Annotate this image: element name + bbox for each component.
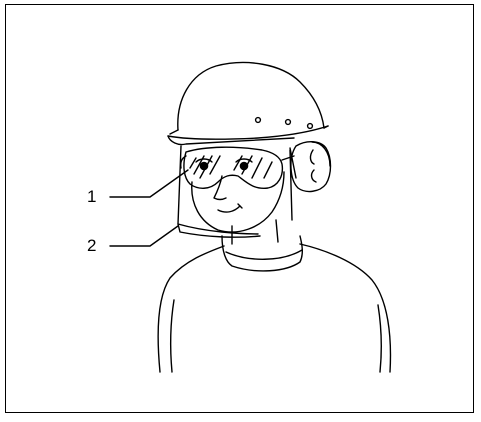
callout-number-goggles: 1: [87, 188, 96, 205]
face: [192, 172, 284, 232]
callout-leader-2: [110, 226, 178, 246]
helmet: [168, 63, 328, 178]
safety-goggles: [181, 147, 294, 188]
callout-leader-1: [110, 170, 188, 197]
ear-muff: [291, 142, 331, 192]
callout-number-face-shield: 2: [87, 237, 96, 254]
sweater: [158, 236, 390, 372]
callout-leaders: [110, 170, 188, 246]
